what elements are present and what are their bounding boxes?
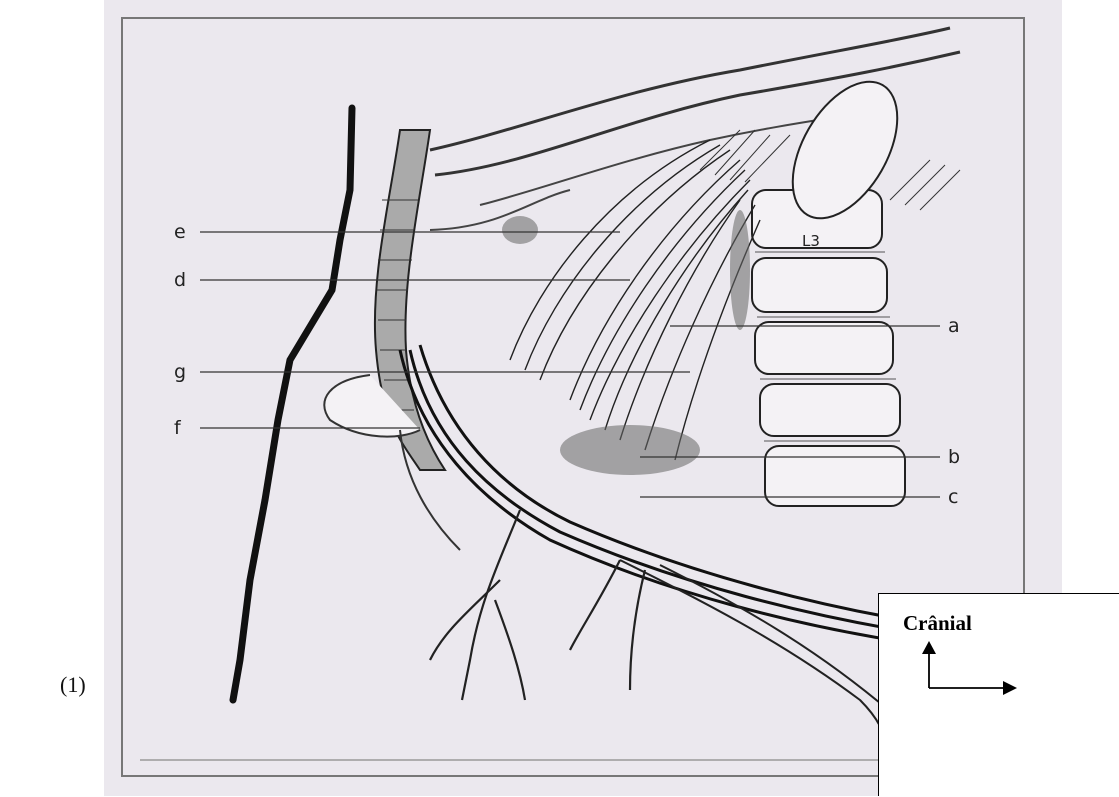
lateral-arrowhead xyxy=(1003,681,1017,695)
orientation-box: Crânial xyxy=(878,593,1119,796)
label-c: c xyxy=(948,486,958,508)
label-e: e xyxy=(174,221,186,243)
vertebra-label: L3 xyxy=(802,232,820,250)
label-a: a xyxy=(948,315,960,337)
cranial-arrowhead xyxy=(922,641,936,654)
label-b: b xyxy=(948,446,960,468)
orientation-arrows xyxy=(879,594,1119,797)
figure-number: (1) xyxy=(60,672,86,698)
vertebral-column xyxy=(752,190,905,506)
label-g: g xyxy=(174,361,186,383)
label-d: d xyxy=(174,269,186,291)
